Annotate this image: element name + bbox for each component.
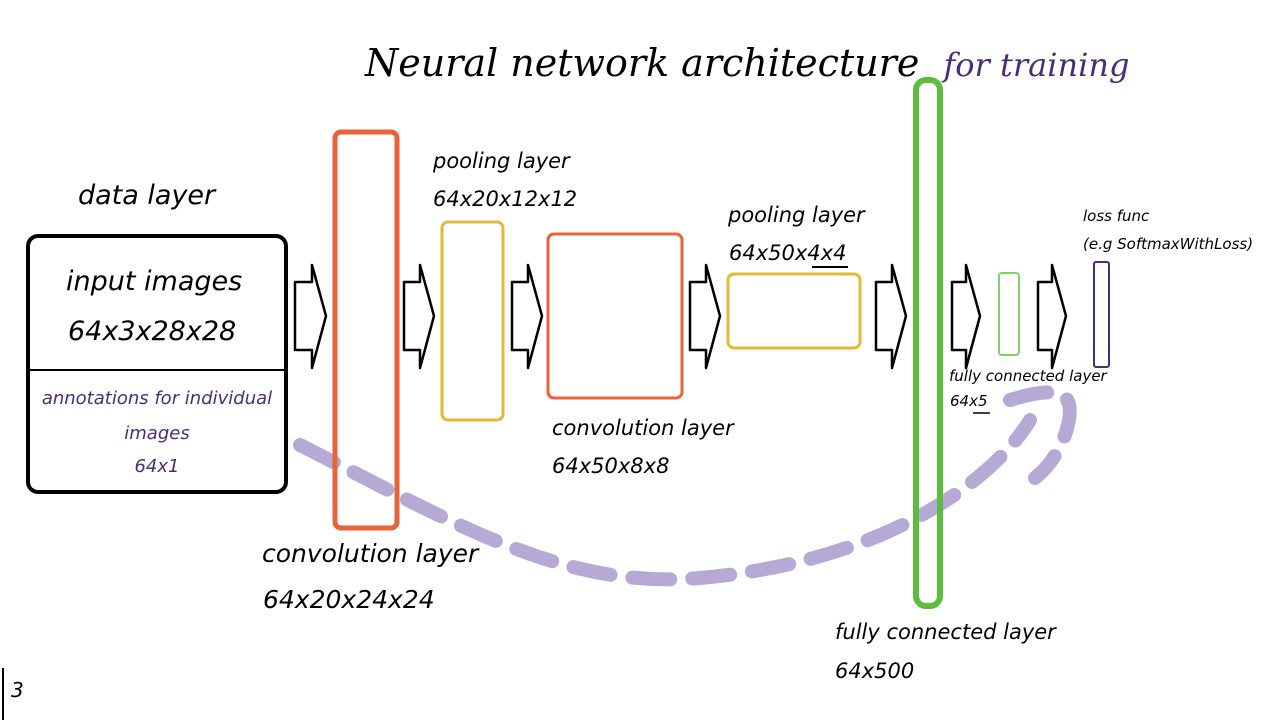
conv2-layer-dims: 64x50x8x8 [552,454,669,478]
fc2-layer-box [998,272,1020,356]
annotation-dims: 64x1 [134,456,179,477]
conv1-layer-label: convolution layer [262,539,480,568]
pool1-layer-dims: 64x20x12x12 [433,187,577,211]
conv2-layer-box [546,232,684,400]
pool1-layer-box [440,220,505,422]
flow-arrow-6 [950,263,982,370]
loss-label-line1: loss func [1083,207,1150,225]
fc2-layer-dims: 64x5 [950,392,988,410]
fc2-layer-label: fully connected layer [949,367,1108,385]
data-layer-heading: data layer [78,180,217,211]
data-layer-box [26,234,288,494]
annotation-label-line1: annotations for individual [42,388,272,409]
diagram-title-main: Neural network architecture [364,41,919,85]
pool2-layer-dims: 64x50x4x4 [729,241,846,265]
flow-arrow-5 [874,263,908,370]
conv2-layer-label: convolution layer [552,416,735,440]
pool2-layer-label: pooling layer [727,203,866,227]
fc1-layer-label: fully connected layer [835,620,1057,644]
diagram-title: Neural network architecture for training [364,41,1129,85]
flow-arrow-1 [293,263,328,370]
flow-arrow-4 [688,263,722,370]
input-images-dims: 64x3x28x28 [68,316,236,347]
flow-arrow-7 [1036,263,1068,370]
loss-label-line2: (e.g SoftmaxWithLoss) [1083,235,1253,253]
skip-connection-arrow-tail [1003,385,1077,485]
pool1-layer-label: pooling layer [432,149,571,173]
input-images-label: input images [66,266,242,297]
conv1-layer-box [332,129,400,531]
loss-layer-box [1093,261,1110,368]
fc1-layer-box [913,77,943,609]
annotation-label-line2: images [124,423,189,444]
page-number: 3 [11,678,24,702]
flow-arrow-3 [510,263,544,370]
diagram-title-accent: for training [941,46,1129,84]
skip-connection-arrow [293,413,1037,587]
pool2-layer-box [726,272,862,350]
conv1-layer-dims: 64x20x24x24 [263,585,435,614]
fc1-layer-dims: 64x500 [835,659,914,683]
flow-arrow-2 [402,263,436,370]
